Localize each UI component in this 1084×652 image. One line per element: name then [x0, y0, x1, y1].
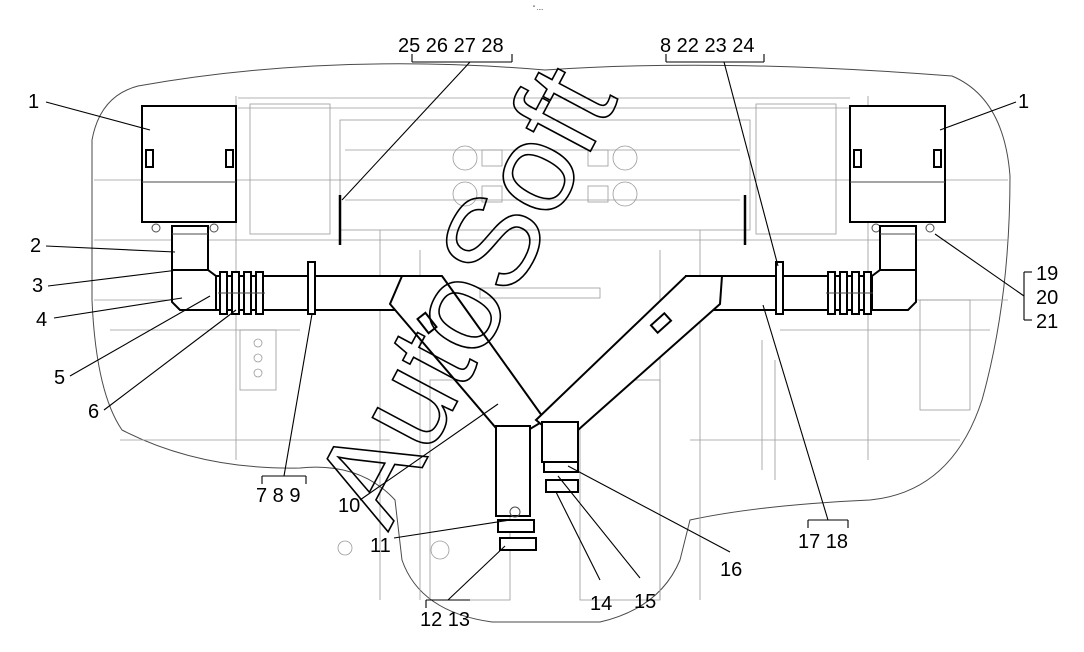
label-21: 21	[1036, 311, 1058, 333]
exhaust-system	[141, 105, 946, 551]
label-8-22-23-24: 8 22 23 24	[660, 35, 755, 57]
flange-15	[543, 461, 579, 473]
label-16: 16	[720, 559, 742, 581]
header-mark: " ....	[533, 6, 544, 12]
elbow-right	[871, 269, 917, 311]
flange-11	[497, 519, 535, 533]
label-19: 19	[1036, 263, 1058, 285]
label-17-18: 17 18	[798, 531, 848, 553]
label-6: 6	[88, 401, 99, 423]
inlet-pipe-right	[879, 225, 917, 271]
label-3: 3	[32, 275, 43, 297]
inlet-pipe-left	[171, 225, 209, 271]
clamp-set-right	[775, 261, 873, 315]
label-10: 10	[338, 495, 360, 517]
elbow-left	[171, 269, 217, 311]
leader-lines	[45, 54, 1032, 608]
label-25-26-27-28: 25 26 27 28	[398, 35, 504, 57]
callout-labels: 1 1 2 3 4 5 6 7 8 9 10 11 12 13 14 15 16…	[28, 35, 1058, 631]
label-12-13: 12 13	[420, 609, 470, 631]
diagonal-pipe-right	[534, 275, 724, 431]
muffler-right	[849, 105, 946, 223]
label-4: 4	[36, 309, 47, 331]
label-5: 5	[54, 367, 65, 389]
label-1-left: 1	[28, 91, 39, 113]
label-15: 15	[634, 591, 656, 613]
label-2: 2	[30, 235, 41, 257]
down-pipe-right	[541, 421, 579, 463]
label-11: 11	[370, 535, 391, 557]
label-14: 14	[590, 593, 612, 615]
label-1-right: 1	[1018, 91, 1029, 113]
muffler-left	[141, 105, 237, 223]
label-7-8-9: 7 8 9	[256, 485, 300, 507]
flange-14	[545, 479, 579, 493]
clamp-set-left	[218, 261, 316, 315]
label-20: 20	[1036, 287, 1058, 309]
flange-12	[499, 537, 537, 551]
down-pipe-left	[495, 425, 531, 517]
